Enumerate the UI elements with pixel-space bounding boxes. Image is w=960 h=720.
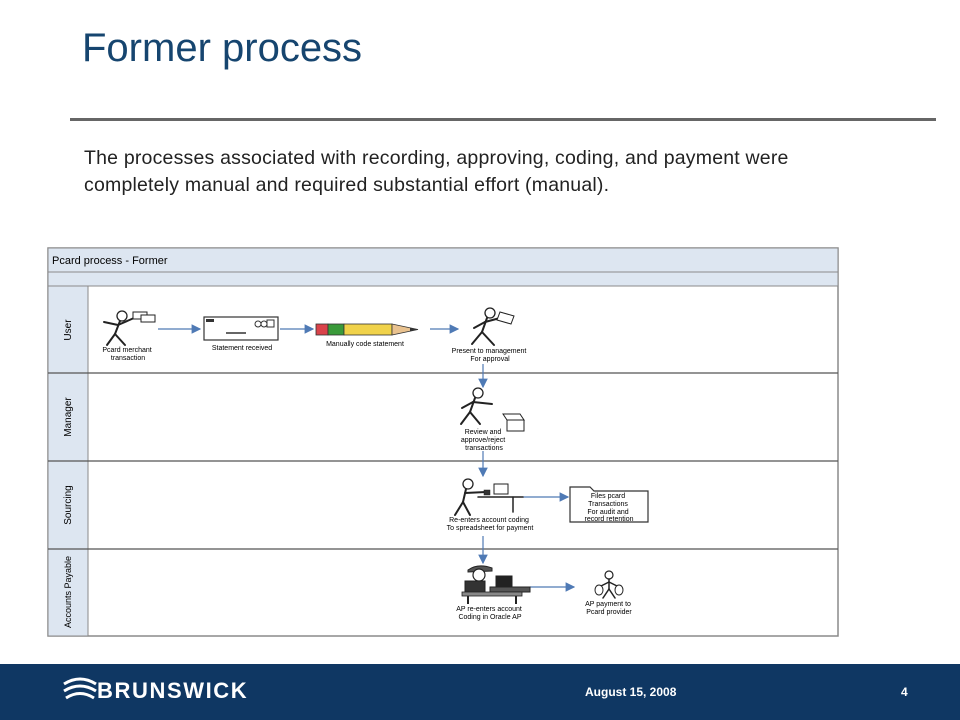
- diagram-header-title: Pcard process - Former: [52, 255, 168, 267]
- slide-title: Former process: [82, 26, 363, 70]
- person-at-desk-icon: [454, 478, 524, 516]
- title-divider: [70, 118, 936, 121]
- person-at-computer-icon: [461, 565, 531, 604]
- footer-bar: [0, 664, 960, 720]
- step-label-present: Present to management For approval: [452, 348, 529, 363]
- step-label-review: Review and approve/reject transactions: [461, 429, 507, 452]
- lane-label-accounts-payable: Accounts Payable: [63, 556, 73, 628]
- money-bags-icon: [594, 570, 624, 599]
- step-label-statement: Statement received: [212, 345, 272, 352]
- step-label-reenter: Re-enters account coding To spreadsheet …: [447, 517, 534, 532]
- step-label-files: Files pcard Transactions For audit and r…: [584, 493, 633, 523]
- lane-label-manager: Manager: [63, 397, 74, 437]
- diagram-subheader: [47, 271, 839, 287]
- diagram-header: [47, 247, 839, 273]
- statement-envelope-icon: [203, 316, 279, 341]
- page-number: 4: [901, 685, 908, 699]
- slide-body-text: The processes associated with recording,…: [84, 147, 789, 196]
- footer-date: August 15, 2008: [585, 685, 677, 699]
- step-label-merchant: Pcard merchant transaction: [102, 347, 153, 362]
- brunswick-logo-icon: [63, 677, 97, 700]
- person-with-box-icon: [460, 387, 525, 432]
- diagram-frame: [47, 247, 839, 637]
- step-label-ap-reenter: AP re-enters account Coding in Oracle AP: [456, 606, 524, 621]
- person-walking-icon: [471, 307, 515, 346]
- file-folder-icon: [569, 486, 649, 523]
- person-with-money-icon: [103, 310, 156, 346]
- lane-label-sourcing: Sourcing: [63, 485, 74, 524]
- pencil-icon: [315, 323, 419, 336]
- lane-label-user: User: [63, 319, 74, 341]
- step-label-ap-payment: AP payment to Pcard provider: [585, 601, 633, 616]
- step-label-code: Manually code statement: [326, 341, 404, 348]
- brand-wordmark: BRUNSWICK: [97, 678, 249, 703]
